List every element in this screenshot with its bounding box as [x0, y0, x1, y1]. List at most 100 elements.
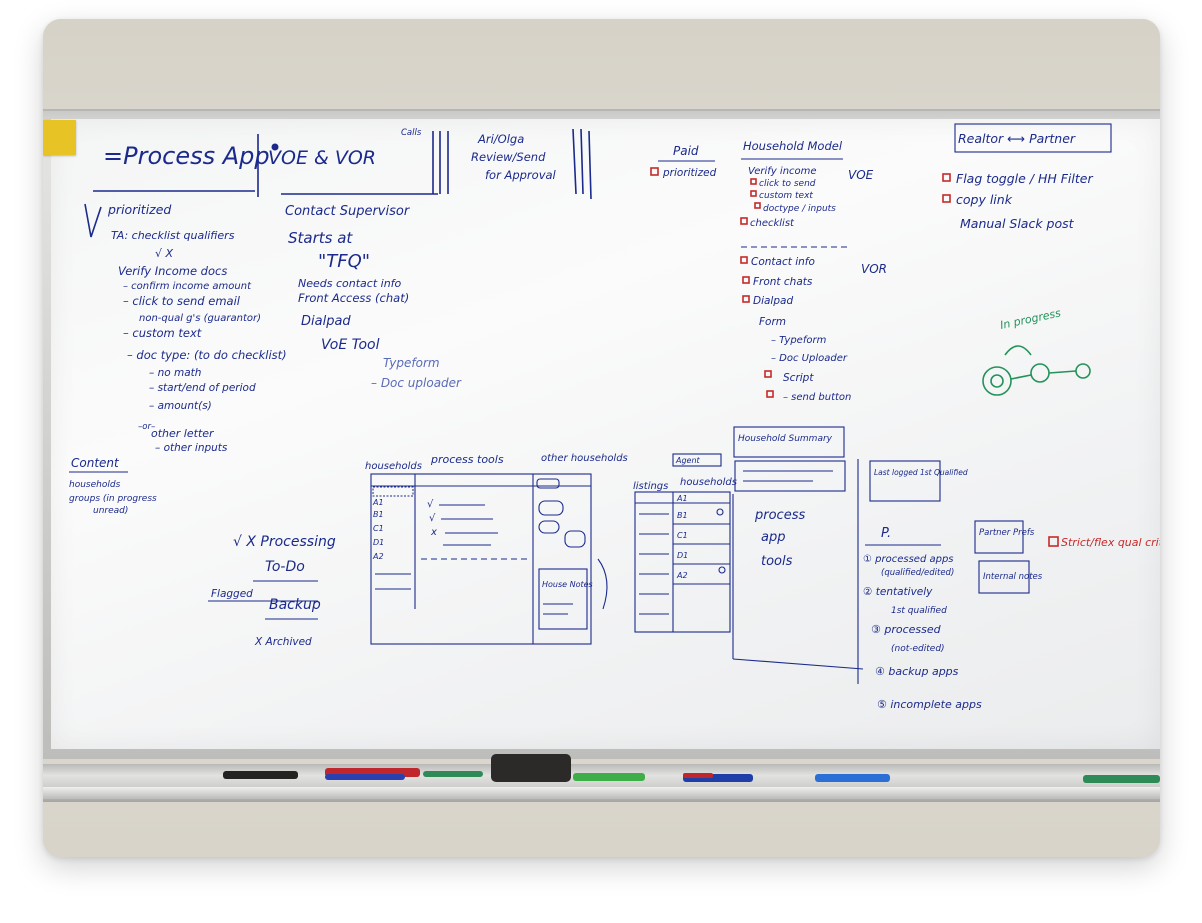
- svg-text:1st qualified: 1st qualified: [891, 606, 947, 616]
- marker-tray-lip: [43, 787, 1160, 799]
- svg-text:TA: checklist qualifiers: TA: checklist qualifiers: [111, 229, 235, 242]
- vor-label: VOR: [861, 262, 887, 276]
- svg-text:④ backup apps: ④ backup apps: [875, 665, 959, 678]
- process-app-title: =Process App: [103, 142, 270, 170]
- svg-text:Typeform: Typeform: [383, 356, 440, 370]
- svg-text:(not-edited): (not-edited): [891, 644, 945, 654]
- svg-text:Ari/Olga: Ari/Olga: [477, 132, 524, 146]
- paid-title: Paid: [673, 144, 699, 158]
- svg-text:Form: Form: [759, 316, 786, 328]
- calls-note: Calls: [401, 128, 422, 138]
- voe-label: VOE: [848, 168, 874, 182]
- svg-text:A1: A1: [372, 498, 384, 507]
- svg-text:C1: C1: [677, 531, 688, 540]
- content-title: Content: [71, 456, 120, 470]
- svg-text:– no math: – no math: [149, 367, 201, 379]
- svg-text:Last logged 1st Qualified: Last logged 1st Qualified: [874, 468, 968, 477]
- svg-text:Starts at: Starts at: [288, 229, 353, 247]
- svg-text:households: households: [69, 480, 121, 490]
- svg-text:X Archived: X Archived: [254, 636, 312, 648]
- progress-diagram: [982, 345, 1091, 396]
- svg-text:process: process: [754, 508, 805, 523]
- svg-text:√ X: √ X: [155, 247, 174, 260]
- svg-text:B1: B1: [373, 510, 384, 519]
- svg-text:– send button: – send button: [783, 392, 851, 403]
- svg-text:– Doc uploader: – Doc uploader: [371, 376, 462, 390]
- svg-text:Backup: Backup: [269, 597, 321, 613]
- svg-text:copy link: copy link: [956, 192, 1013, 207]
- svg-text:– Doc Uploader: – Doc Uploader: [771, 353, 848, 364]
- svg-text:doctype / inputs: doctype / inputs: [763, 204, 836, 214]
- svg-text:app: app: [761, 530, 785, 545]
- realtor-partner-items: Flag toggle / HH Filter copy link Manual…: [942, 171, 1093, 231]
- yellow-tape: [43, 120, 76, 155]
- svg-text:click to send: click to send: [759, 179, 816, 189]
- svg-text:prioritized: prioritized: [107, 202, 171, 217]
- svg-text:x: x: [430, 527, 437, 538]
- svg-text:– click to send email: – click to send email: [123, 294, 241, 308]
- svg-text:D1: D1: [373, 538, 384, 547]
- svg-text:unread): unread): [93, 506, 128, 516]
- priority-list: P. ① processed apps (qualified/edited) ②…: [863, 526, 982, 711]
- sketch-two: Agent Household Summary listings househo…: [633, 426, 968, 684]
- paid-item: prioritized: [662, 167, 717, 179]
- svg-text:Dialpad: Dialpad: [301, 314, 351, 329]
- svg-text:③ processed: ③ processed: [871, 623, 942, 636]
- voe-vor-title: VOE & VOR: [268, 147, 376, 169]
- in-progress-label: In progress: [999, 306, 1062, 332]
- svg-text:Front chats: Front chats: [753, 276, 813, 288]
- whiteboard-surface: [51, 119, 1160, 749]
- process-app-items: prioritized TA: checklist qualifiers √ X…: [107, 202, 287, 454]
- svg-text:⑤ incomplete apps: ⑤ incomplete apps: [877, 698, 982, 711]
- svg-text:process tools: process tools: [430, 453, 504, 466]
- svg-text:To-Do: To-Do: [265, 559, 305, 575]
- svg-text:(qualified/edited): (qualified/edited): [881, 568, 954, 578]
- svg-text:Script: Script: [783, 372, 814, 384]
- svg-text:A2: A2: [676, 571, 688, 580]
- svg-text:Manual Slack post: Manual Slack post: [960, 216, 1075, 231]
- svg-text:"TFQ": "TFQ": [318, 251, 370, 272]
- svg-text:– other inputs: – other inputs: [155, 442, 228, 454]
- svg-text:– doc type: (to do checklist): – doc type: (to do checklist): [127, 348, 287, 362]
- svg-text:Verify Income docs: Verify Income docs: [118, 264, 227, 278]
- svg-text:households: households: [365, 461, 422, 472]
- whiteboard-ink: =Process App prioritized TA: checklist q…: [69, 123, 1160, 783]
- svg-text:Flagged: Flagged: [211, 588, 253, 600]
- svg-text:VoE Tool: VoE Tool: [321, 337, 380, 353]
- svg-text:tools: tools: [761, 554, 793, 569]
- side-boxes: Partner Prefs Internal notes: [974, 520, 1043, 594]
- svg-text:√ X Processing: √ X Processing: [233, 534, 336, 550]
- svg-text:Dialpad: Dialpad: [753, 295, 793, 307]
- svg-text:① processed apps: ① processed apps: [863, 554, 954, 565]
- svg-text:Flag toggle / HH Filter: Flag toggle / HH Filter: [956, 171, 1093, 186]
- svg-text:Verify income: Verify income: [748, 166, 817, 177]
- svg-text:Front Access (chat): Front Access (chat): [298, 291, 409, 305]
- realtor-partner-title: Realtor ⟷ Partner: [958, 131, 1076, 146]
- content-lines: households groups (in progress unread): [69, 480, 157, 516]
- svg-text:checklist: checklist: [750, 218, 795, 229]
- svg-text:A1: A1: [676, 494, 688, 503]
- svg-text:non-qual g's (guarantor): non-qual g's (guarantor): [139, 313, 261, 324]
- svg-text:B1: B1: [677, 511, 688, 520]
- svg-text:– start/end of period: – start/end of period: [149, 382, 256, 394]
- household-vor-items: Contact info Front chats Dialpad Form – …: [740, 256, 851, 403]
- svg-text:groups (in progress: groups (in progress: [69, 494, 157, 504]
- markers: [223, 754, 1160, 783]
- svg-text:Contact info: Contact info: [751, 256, 815, 268]
- voe-vor-items: Contact Supervisor Starts at "TFQ" Needs…: [285, 204, 462, 390]
- svg-text:C1: C1: [373, 524, 384, 533]
- svg-text:custom text: custom text: [759, 191, 813, 201]
- svg-text:Internal notes: Internal notes: [983, 572, 1043, 582]
- svg-text:other letter: other letter: [151, 427, 215, 440]
- household-model-title: Household Model: [743, 139, 843, 153]
- svg-text:– amount(s): – amount(s): [149, 400, 212, 412]
- svg-text:households: households: [680, 477, 737, 488]
- svg-text:– Typeform: – Typeform: [771, 335, 827, 346]
- svg-text:② tentatively: ② tentatively: [863, 586, 933, 598]
- svg-text:Review/Send: Review/Send: [471, 150, 546, 164]
- svg-text:listings: listings: [633, 481, 668, 492]
- svg-text:Partner Prefs: Partner Prefs: [979, 528, 1035, 538]
- svg-text:other households: other households: [541, 453, 628, 464]
- svg-text:Household Summary: Household Summary: [738, 434, 833, 444]
- svg-text:√: √: [427, 499, 434, 510]
